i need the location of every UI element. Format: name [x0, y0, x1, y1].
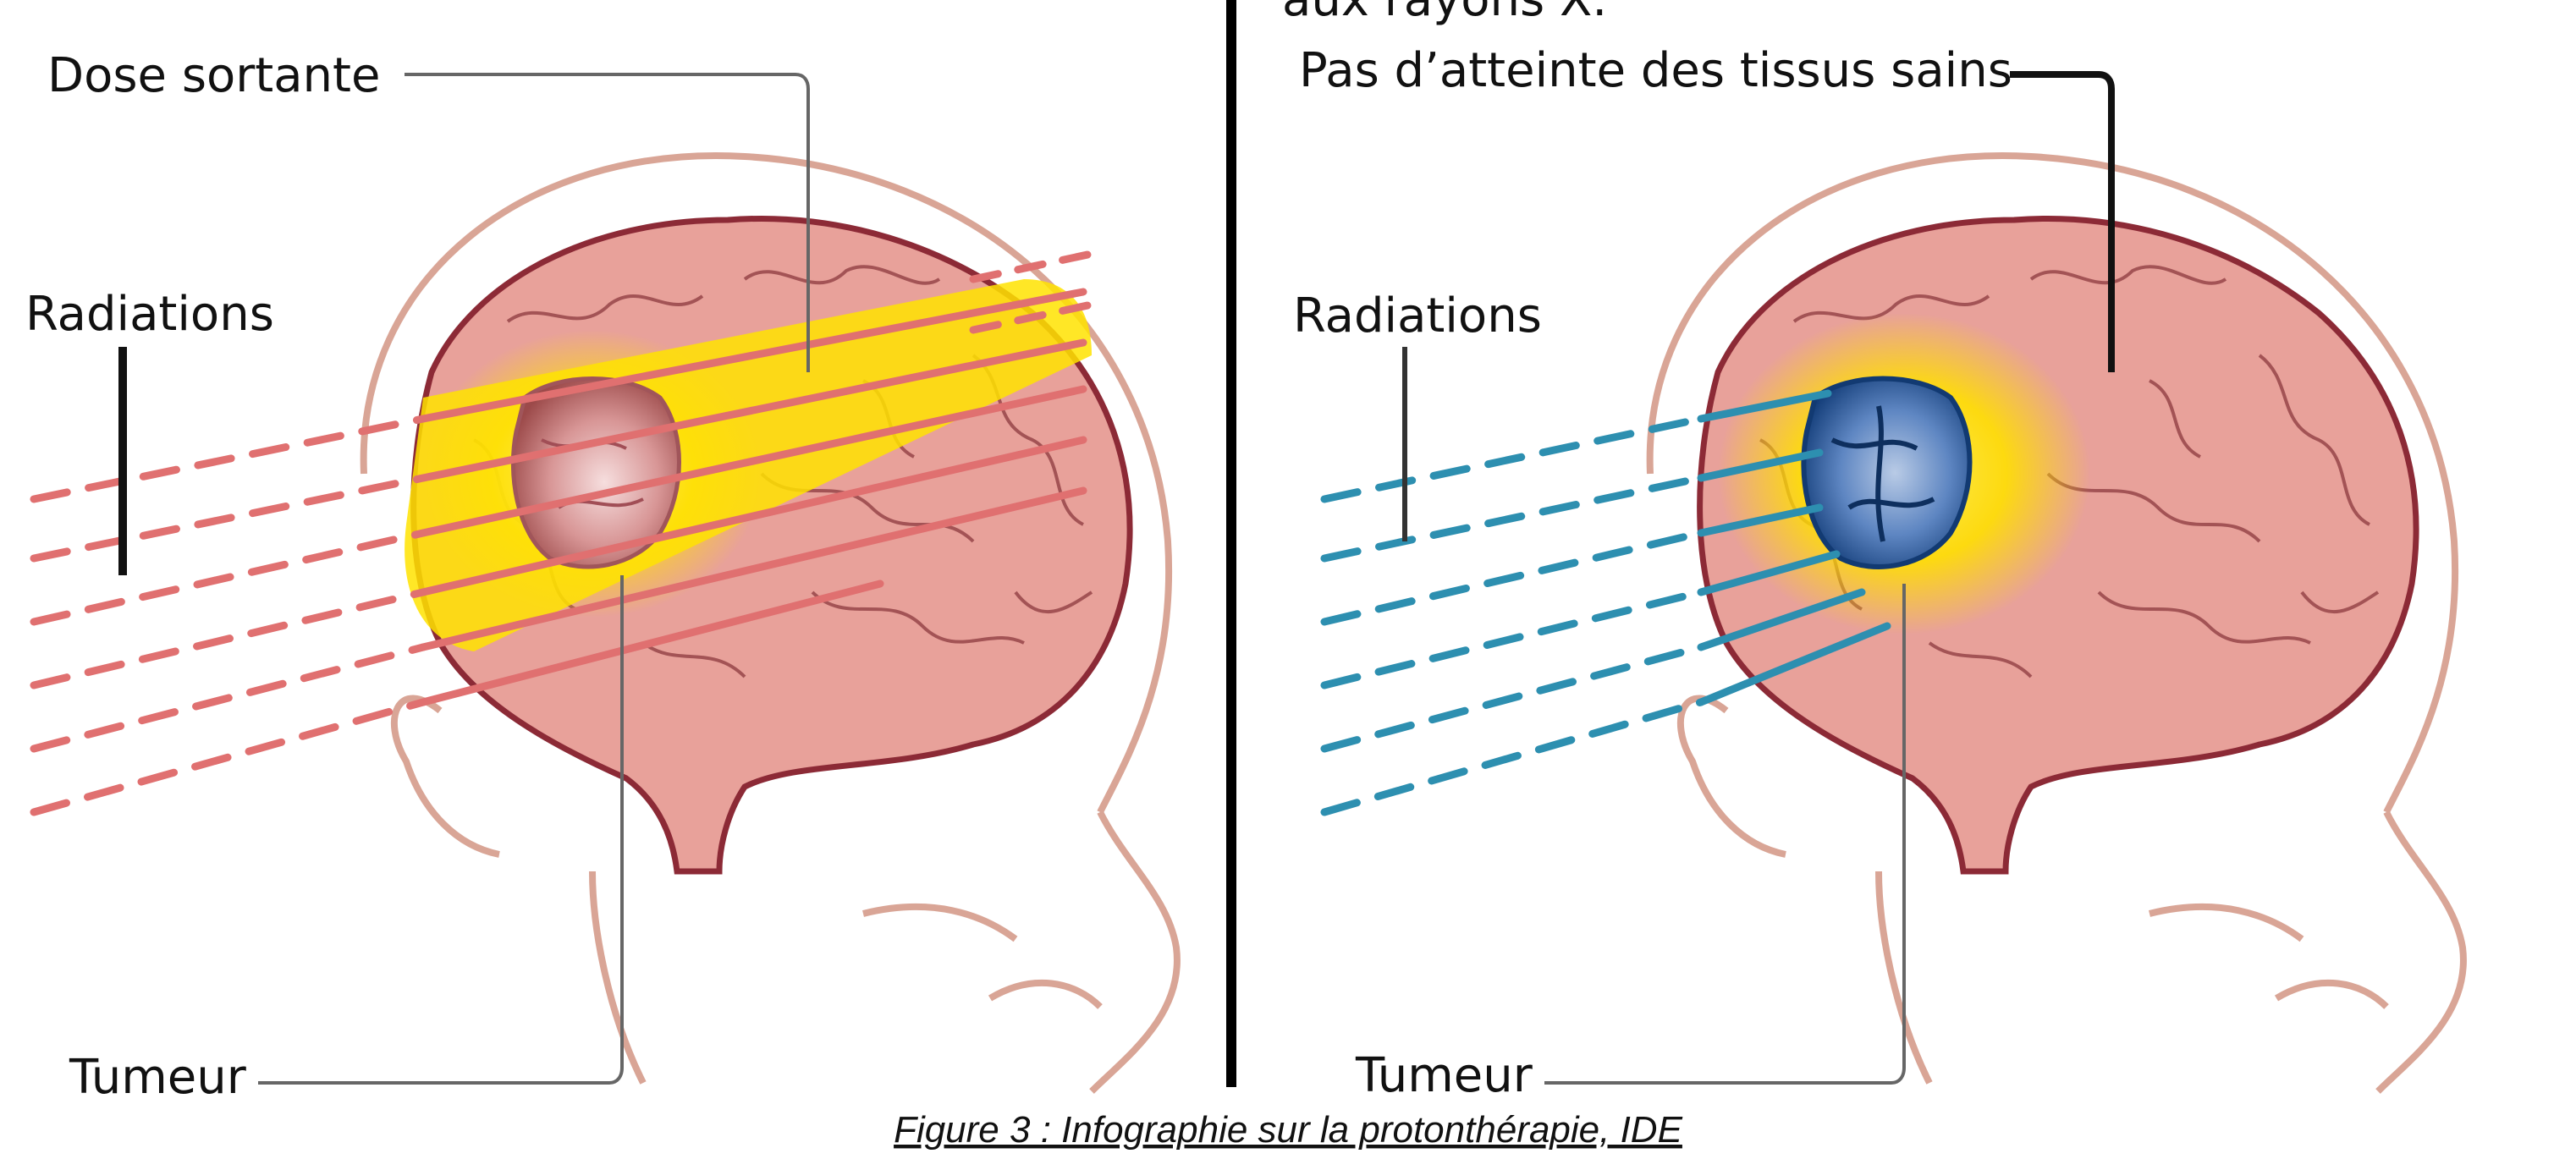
- label-tumor-right: Tumeur: [1355, 1048, 1533, 1103]
- partial-heading: aux rayons X.: [1282, 0, 1607, 27]
- label-healthy-tissue: Pas d’atteinte des tissus sains: [1299, 43, 2012, 98]
- figure-caption: Figure 3 : Infographie sur la protonthér…: [894, 1109, 1683, 1151]
- right-tumor: [1803, 379, 1969, 568]
- label-outgoing-dose: Dose sortante: [47, 48, 380, 103]
- label-radiations-left: Radiations: [25, 287, 274, 342]
- label-radiations-right: Radiations: [1293, 288, 1542, 343]
- left-panel: Dose sortante Radiations Tumeur: [25, 48, 1177, 1105]
- label-tumor-left: Tumeur: [69, 1050, 247, 1105]
- right-panel: aux rayons X.: [1282, 0, 2463, 1103]
